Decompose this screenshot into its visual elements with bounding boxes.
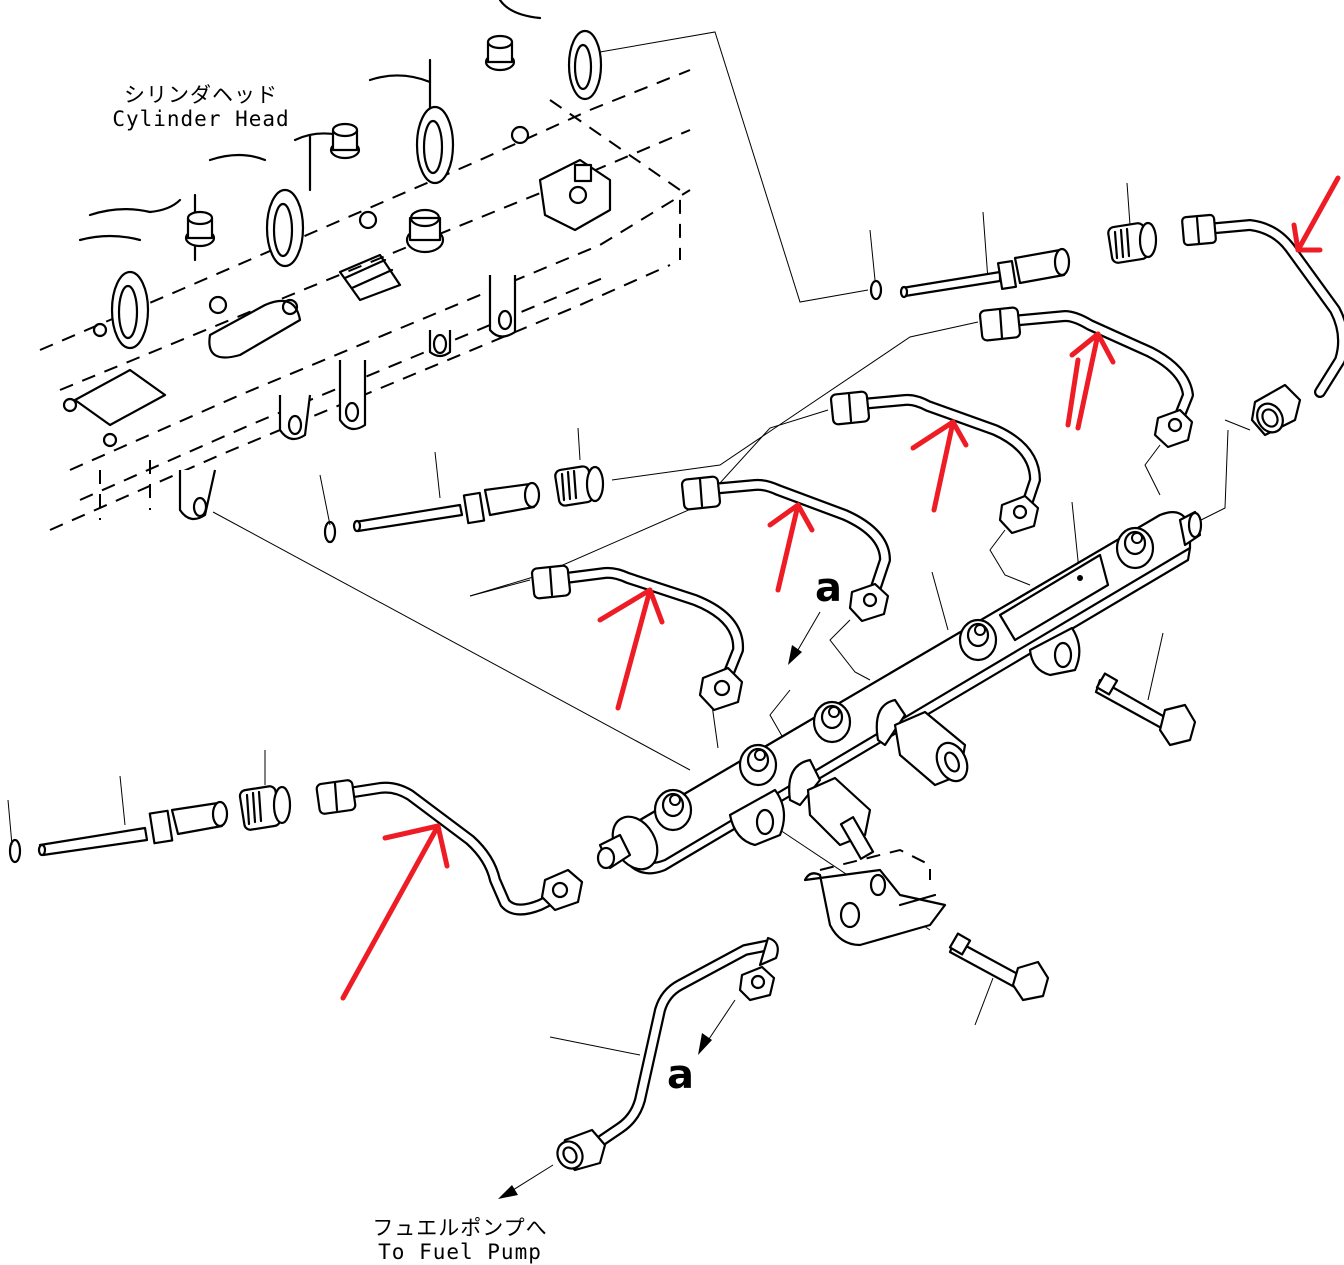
red-arrow [767,502,815,593]
pipe-nut [698,666,744,712]
pressure-limiter [875,698,969,787]
injector-bore [415,105,455,185]
supply-pipe [556,936,779,1172]
pipe-nut [556,1128,607,1172]
fuel-pump-arrow [498,1164,554,1199]
flange-bolt [948,932,1050,1002]
cylinder-head-label-en: Cylinder Head [112,107,290,131]
connector-sleeve [899,247,1071,299]
head-bolt [329,122,361,160]
pipe-nut [540,868,584,912]
o-ring [869,279,883,301]
injection-pipe-5 [978,306,1194,449]
rail-outlet [738,743,778,787]
pipe-nut [848,582,890,623]
injector-bore [110,270,150,350]
injection-pipe-3 [680,475,891,623]
injection-pipe-2 [530,564,745,712]
rail-outlet [958,618,998,662]
leader-lines [7,31,1336,1056]
o-ring [8,838,22,864]
head-bolt [484,34,516,72]
reference-mark-a-lower: a [667,1052,694,1098]
bracket [803,848,947,947]
fuel-rail [596,510,1203,875]
injection-pipe-6 [1181,213,1344,437]
red-arrow [1065,357,1081,428]
cylinder-head [39,0,691,531]
injector-bore [567,29,603,101]
pipe-nut [1153,408,1194,449]
fuel-pump-label: フュエルポンプへ To Fuel Pump [360,1216,560,1264]
retaining-nut [1107,221,1158,264]
injection-pipe-4 [829,390,1041,535]
red-arrow [340,823,450,1001]
reference-arrow-a-upper [788,611,821,665]
rail-outlet [1115,526,1155,570]
pipe-nut [738,965,776,1002]
o-ring [323,520,337,544]
reference-mark-a-upper: a [815,565,842,611]
rail-outlet [653,788,693,832]
flange-bolt [1094,672,1197,747]
connector-sleeve [352,481,541,533]
red-arrow [1069,331,1116,431]
reference-arrow-a-lower [698,999,736,1055]
retaining-nut [554,465,605,507]
rail-outlet [812,700,852,744]
head-bolt [184,210,216,248]
connector-sleeve [37,800,229,857]
pipe-nut [1250,383,1302,437]
pressure-sensor [788,758,875,860]
injector-bore [265,188,305,268]
injection-pipe-1 [315,779,584,916]
red-arrow [910,419,969,513]
cylinder-head-label: シリンダヘッド Cylinder Head [106,83,296,131]
rail-mount-lug [1028,626,1081,677]
retaining-nut [238,785,292,831]
fuel-pump-label-jp: フュエルポンプへ [372,1216,548,1240]
pipe-nut [998,494,1040,535]
fuel-pump-label-en: To Fuel Pump [378,1240,542,1264]
red-arrow [1291,175,1341,253]
cylinder-head-label-jp: シリンダヘッド [124,83,278,107]
rail-mount-lug [728,788,786,847]
red-arrow [597,587,665,711]
